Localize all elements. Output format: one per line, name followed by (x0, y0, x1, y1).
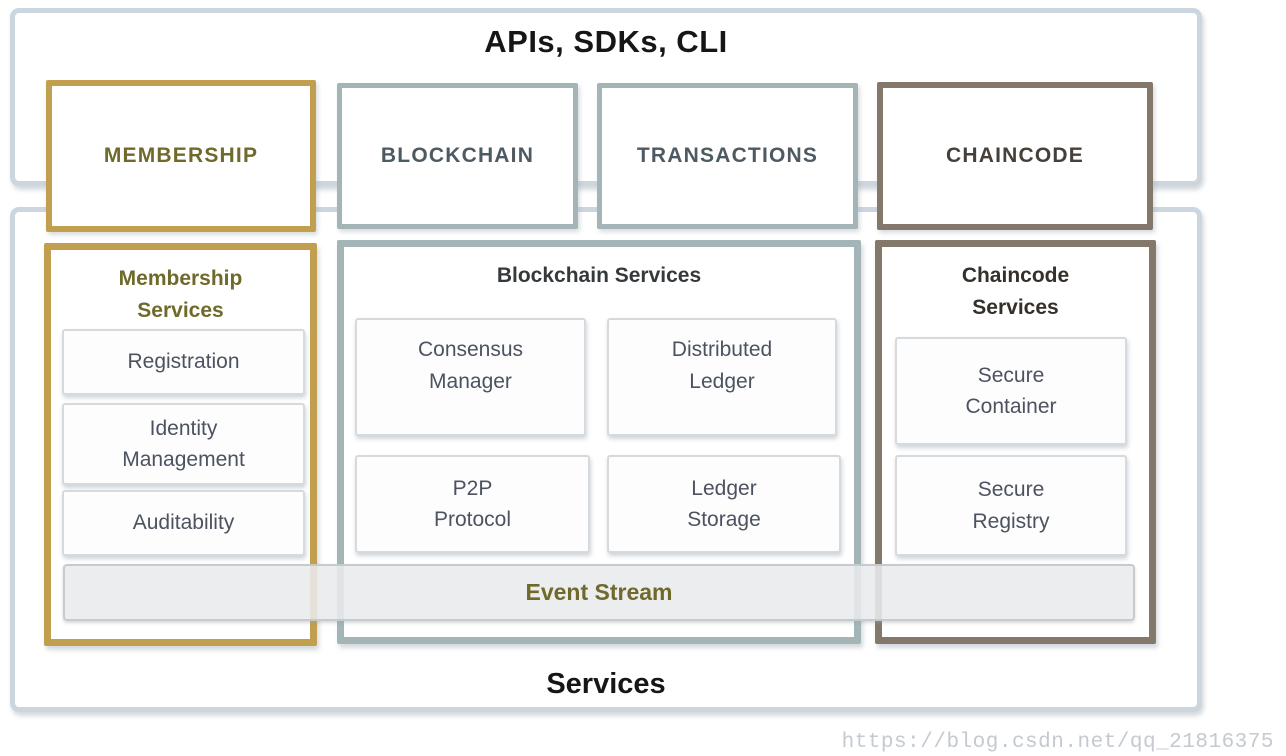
service-item-ledger-storage: Ledger Storage (607, 455, 841, 553)
watermark-url: https://blog.csdn.net/qq_21816375 (841, 731, 1274, 754)
membership-services-title: Membership Services (118, 267, 243, 322)
top-box-transactions: TRANSACTIONS (597, 83, 858, 229)
service-item-distributed-ledger: Distributed Ledger (607, 318, 837, 436)
services-layer-title: Services (546, 668, 666, 700)
top-box-membership-label: MEMBERSHIP (103, 144, 259, 167)
service-item-p2p-protocol: P2P Protocol (355, 455, 590, 553)
blockchain-services-title: Blockchain Services (496, 264, 702, 287)
top-box-blockchain-label: BLOCKCHAIN (380, 144, 535, 167)
top-box-membership: MEMBERSHIP (46, 80, 316, 232)
service-item-identity-management: Identity Management (62, 403, 305, 485)
top-box-blockchain: BLOCKCHAIN (337, 83, 578, 229)
service-item-registration: Registration (62, 329, 305, 395)
top-box-chaincode-label: CHAINCODE (946, 144, 1084, 167)
service-item-secure-registry: Secure Registry (895, 455, 1127, 556)
chaincode-services-title: Chaincode Services (961, 264, 1070, 319)
section-membership-services: Membership Services Registration Identit… (44, 243, 317, 646)
service-item-auditability: Auditability (62, 490, 305, 556)
event-stream-label: Event Stream (525, 579, 673, 605)
service-item-secure-container: Secure Container (895, 337, 1127, 445)
api-layer-title: APIs, SDKs, CLI (484, 24, 728, 59)
top-box-chaincode: CHAINCODE (877, 82, 1153, 230)
service-item-consensus-manager: Consensus Manager (355, 318, 586, 436)
top-box-transactions-label: TRANSACTIONS (636, 144, 819, 167)
event-stream-bar: Event Stream (63, 564, 1135, 621)
